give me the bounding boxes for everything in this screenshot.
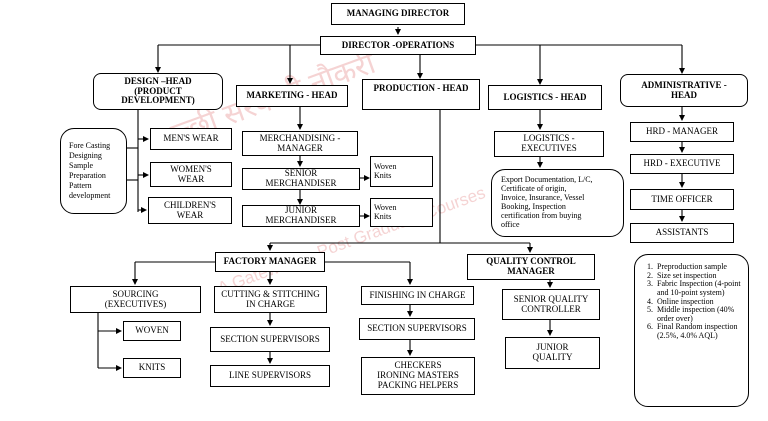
node-quality-control-manager: QUALITY CONTROL MANAGER [467, 254, 595, 280]
node-hrd-executive: HRD - EXECUTIVE [630, 154, 734, 174]
node-inspection-list: Preproduction sample Size set inspection… [634, 254, 749, 407]
node-finishing-in-charge: FINISHING IN CHARGE [361, 286, 474, 305]
node-section-supervisors-cutting: SECTION SUPERVISORS [210, 327, 330, 352]
node-time-officer: TIME OFFICER [630, 189, 734, 210]
inspection-item: Online inspection [655, 297, 744, 307]
node-design-tasks: Fore Casting Designing Sample Preparatio… [60, 128, 127, 214]
node-woven-knits-senior: Woven Knits [370, 156, 433, 187]
node-junior-quality: JUNIOR QUALITY [505, 337, 600, 369]
node-woven: WOVEN [123, 321, 181, 341]
inspection-item: Fabric Inspection (4-point and 10-point … [655, 279, 744, 297]
node-senior-quality-controller: SENIOR QUALITY CONTROLLER [502, 289, 600, 320]
node-sourcing-executives: SOURCING (EXECUTIVES) [70, 286, 201, 313]
node-knits: KNITS [123, 358, 181, 378]
node-womens-wear: WOMEN'S WEAR [150, 162, 232, 187]
node-production-head: PRODUCTION - HEAD [362, 79, 480, 110]
node-factory-manager: FACTORY MANAGER [215, 252, 325, 272]
node-director-operations: DIRECTOR -OPERATIONS [320, 36, 476, 55]
node-administrative-head: ADMINISTRATIVE - HEAD [620, 74, 748, 107]
node-design-head: DESIGN –HEAD (PRODUCT DEVELOPMENT) [93, 73, 223, 110]
node-cutting-stitching: CUTTING & STITCHING IN CHARGE [214, 286, 327, 313]
node-marketing-head: MARKETING - HEAD [236, 85, 348, 107]
node-logistics-executives: LOGISTICS - EXECUTIVES [494, 131, 604, 157]
node-line-supervisors: LINE SUPERVISORS [210, 365, 330, 387]
node-checkers-ironing-packing: CHECKERS IRONING MASTERS PACKING HELPERS [361, 357, 475, 395]
node-export-documentation: Export Documentation, L/C, Certificate o… [491, 169, 624, 237]
node-childrens-wear: CHILDREN'S WEAR [148, 197, 232, 224]
inspection-item: Preproduction sample [655, 262, 744, 272]
node-assistants: ASSISTANTS [630, 223, 734, 243]
node-section-supervisors-finishing: SECTION SUPERVISORS [359, 318, 475, 340]
node-woven-knits-junior: Woven Knits [370, 198, 433, 227]
node-hrd-manager: HRD - MANAGER [630, 122, 734, 142]
inspection-item: Final Random inspection (2.5%, 4.0% AQL) [655, 322, 744, 340]
node-senior-merchandiser: SENIOR MERCHANDISER [242, 168, 360, 190]
node-managing-director: MANAGING DIRECTOR [331, 3, 465, 25]
node-logistics-head: LOGISTICS - HEAD [488, 85, 602, 110]
inspection-list: Preproduction sample Size set inspection… [639, 262, 744, 341]
node-merchandising-manager: MERCHANDISING - MANAGER [242, 131, 358, 156]
inspection-item: Size set inspection [655, 271, 744, 281]
node-junior-merchandiser: JUNIOR MERCHANDISER [242, 205, 360, 227]
node-mens-wear: MEN'S WEAR [150, 128, 232, 150]
inspection-item: Middle inspection (40% order over) [655, 305, 744, 323]
